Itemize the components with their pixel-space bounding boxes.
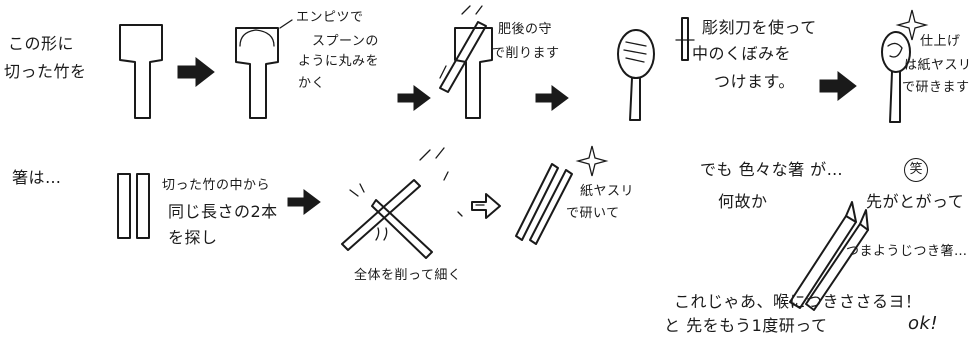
arrow-icon: [471, 193, 501, 219]
intro-text-line1: この形に: [8, 34, 75, 53]
pointed-chopsticks-drawing: [789, 201, 869, 311]
finished-spoon-drawing: [881, 9, 929, 123]
spoon-text-line1: スプーンの: [312, 34, 379, 49]
sanded-chopsticks-drawing: [515, 145, 609, 245]
pick-text-line3: を探し: [168, 228, 218, 247]
higo-knife-label-line1: 肥後の守: [498, 22, 553, 37]
pencil-marked-blank-drawing: [235, 19, 293, 119]
arrow-icon: [535, 85, 569, 111]
finish-text-line2: は紙ヤスリ: [904, 58, 972, 73]
sand-text-line1: 紙ヤスリ: [580, 184, 635, 199]
toothpick-label: つまようじつき箸…: [846, 244, 968, 259]
chisel-text-line3: つけます。: [714, 72, 795, 91]
arrow-icon: [397, 85, 431, 111]
finish-text-line3: で研きます: [902, 80, 970, 95]
pointed-label: 先がとがって: [866, 192, 965, 211]
ok-mark: ok!: [908, 313, 939, 334]
pick-text-line2: 同じ長さの2本: [168, 202, 278, 221]
chisel-text-line1: 彫刻刀を使って: [702, 18, 817, 37]
sand-text-line2: で研いて: [566, 206, 620, 221]
arrow-icon: [819, 70, 857, 102]
higo-knife-label-line2: で削ります: [492, 46, 560, 61]
various-text-line2: 何故か: [718, 192, 768, 211]
shaving-chopsticks-drawing: [341, 147, 463, 259]
laugh-mark: 笑: [904, 158, 928, 182]
finish-text-line1: 仕上げ: [920, 34, 961, 49]
various-text-line1: でも 色々な箸 が…: [700, 160, 844, 179]
bamboo-strips-drawing: [117, 173, 150, 239]
arrow-icon: [177, 56, 215, 88]
shave-label: 全体を削って細く: [354, 268, 462, 283]
spoon-text-line2: ように丸みを: [298, 54, 380, 69]
intro-text-line2: 切った竹を: [4, 62, 87, 81]
chopsticks-heading: 箸は…: [12, 168, 62, 187]
pencil-label: エンピツで: [296, 10, 364, 25]
resharpen-text: と 先をもう1度研って: [664, 316, 828, 335]
spoon-shape-drawing: [617, 17, 695, 121]
pick-text-line1: 切った竹の中から: [162, 178, 271, 193]
throat-warning-text: これじゃあ、喉につきささるヨ！: [674, 292, 922, 311]
chisel-text-line2: 中のくぼみを: [692, 44, 792, 63]
bamboo-blank-drawing: [119, 24, 163, 119]
spoon-text-line3: かく: [298, 76, 326, 91]
higo-knife-carving-drawing: [439, 5, 493, 119]
arrow-icon: [287, 189, 321, 215]
